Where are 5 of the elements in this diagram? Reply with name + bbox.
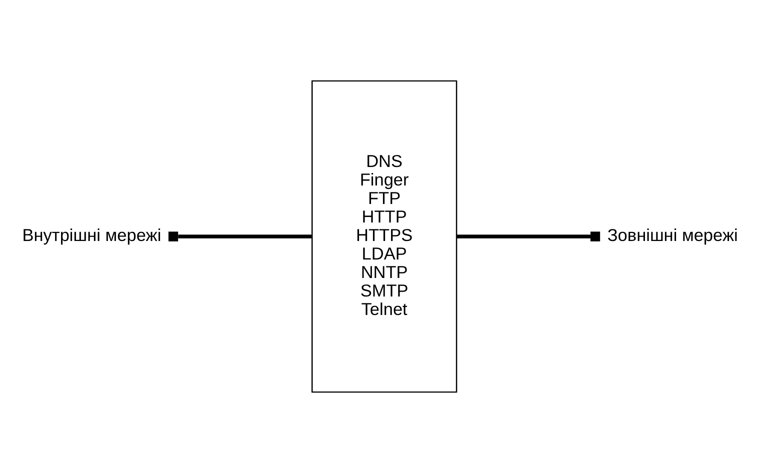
node-box: DNS Finger FTP HTTP HTTPS LDAP NNTP SMTP Telnet xyxy=(311,80,458,392)
node-text: Зовнішні мережі xyxy=(607,224,738,245)
node-text: Внутрішні мережі xyxy=(22,224,162,245)
connector xyxy=(168,231,312,241)
connector xyxy=(456,231,600,241)
